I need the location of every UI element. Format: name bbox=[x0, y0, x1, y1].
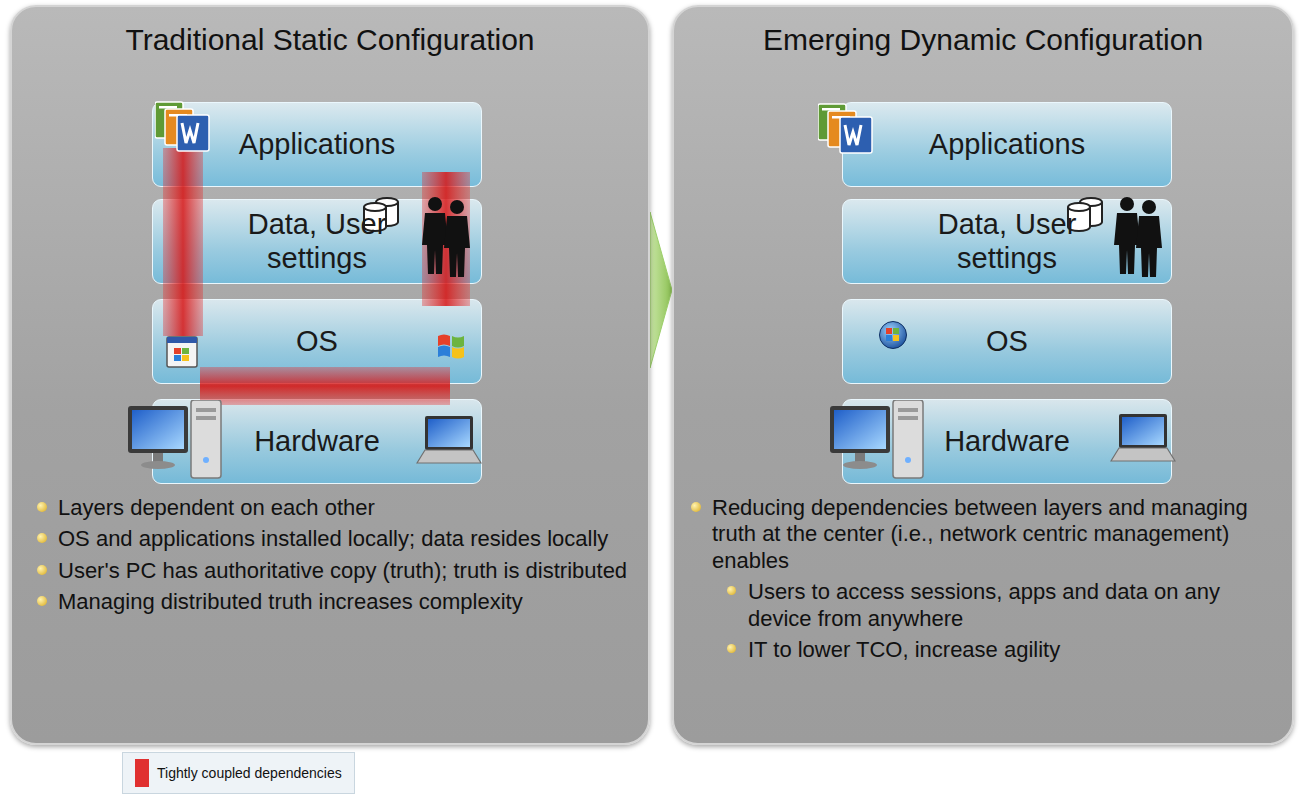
layer-box: Hardware bbox=[152, 399, 482, 484]
user-figure bbox=[422, 197, 448, 274]
laptop-computer bbox=[417, 416, 481, 463]
layer-label: OS bbox=[296, 325, 338, 358]
config-panel: Emerging Dynamic ConfigurationReducing d… bbox=[672, 5, 1294, 745]
bullet-text: Users to access sessions, apps and data … bbox=[724, 579, 1280, 632]
panel-title: Traditional Static Configuration bbox=[12, 23, 648, 57]
layer-box: Data, User settings bbox=[842, 199, 1172, 284]
office-icon bbox=[155, 102, 209, 151]
layer-label: Data, User settings bbox=[907, 208, 1107, 275]
bullet-list: Layers dependent on each other OS and app… bbox=[34, 495, 630, 621]
bullet-text: Reducing dependencies between layers and… bbox=[688, 495, 1280, 574]
bullet-text: IT to lower TCO, increase agility bbox=[724, 637, 1280, 663]
legend-text: Tightly coupled dependencies bbox=[157, 765, 342, 781]
layer-label: Hardware bbox=[944, 425, 1070, 458]
bullet-text: Layers dependent on each other bbox=[34, 495, 630, 521]
layer-box: OS bbox=[152, 299, 482, 384]
layer-box: Hardware bbox=[842, 399, 1172, 484]
panel-title: Emerging Dynamic Configuration bbox=[674, 23, 1292, 57]
windows-orb bbox=[880, 322, 907, 349]
user-figure bbox=[444, 200, 470, 277]
bullet-text: Managing distributed truth increases com… bbox=[34, 589, 630, 615]
layer-label: Hardware bbox=[254, 425, 380, 458]
config-panel: Traditional Static ConfigurationLayers d… bbox=[10, 5, 650, 745]
legend: Tightly coupled dependencies bbox=[122, 752, 355, 794]
database-icon bbox=[364, 198, 398, 231]
layer-label: Applications bbox=[239, 128, 395, 161]
database-icon bbox=[1068, 198, 1102, 231]
dependency-bar bbox=[200, 367, 450, 405]
desktop-computer bbox=[830, 400, 923, 478]
layer-box: Applications bbox=[152, 102, 482, 187]
bullet-list: Reducing dependencies between layers and… bbox=[688, 495, 1280, 668]
legend-entry: Tightly coupled dependencies bbox=[135, 759, 342, 787]
layer-box: Data, User settings bbox=[152, 199, 482, 284]
windows-icon bbox=[167, 337, 197, 367]
layer-box: OS bbox=[842, 299, 1172, 384]
windows-flag bbox=[438, 335, 464, 359]
bullet-text: User's PC has authoritative copy (truth)… bbox=[34, 558, 630, 584]
dependency-bar bbox=[422, 172, 470, 306]
dependency-bar bbox=[163, 148, 203, 336]
legend-swatch bbox=[135, 759, 149, 787]
layer-label: Data, User settings bbox=[217, 208, 417, 275]
layer-label: Applications bbox=[929, 128, 1085, 161]
laptop-computer bbox=[1111, 414, 1175, 461]
user-figure bbox=[1136, 200, 1162, 277]
layer-box: Applications bbox=[842, 102, 1172, 187]
transition-arrow bbox=[650, 212, 672, 368]
user-figure bbox=[1114, 197, 1140, 274]
bullet-text: OS and applications installed locally; d… bbox=[34, 526, 630, 552]
desktop-computer bbox=[128, 400, 221, 478]
layer-label: OS bbox=[986, 325, 1028, 358]
office-icon bbox=[818, 104, 872, 153]
